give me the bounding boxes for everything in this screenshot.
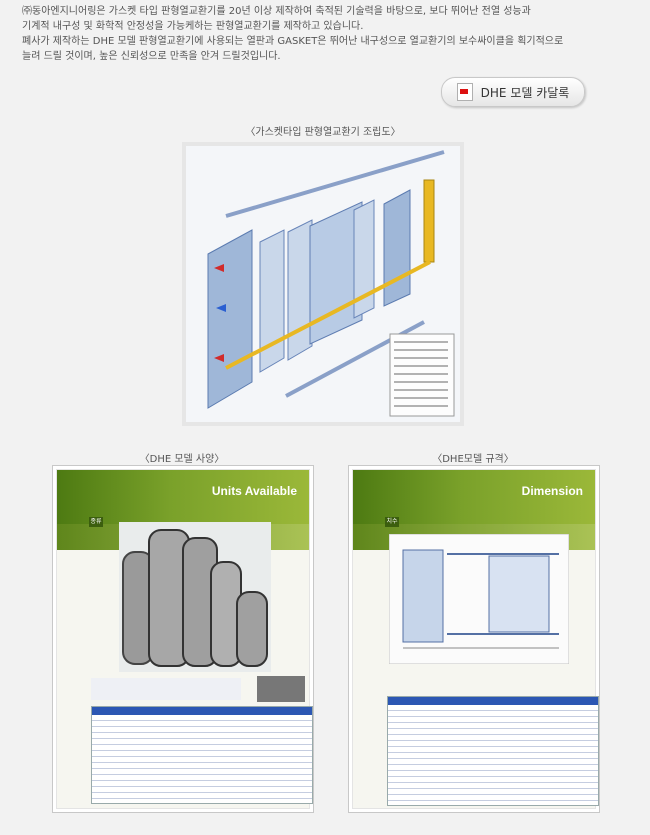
- support-column: [423, 179, 435, 263]
- parts-legend: [389, 333, 455, 417]
- brochure-title: Dimension: [521, 484, 583, 498]
- product-photo: [257, 676, 305, 702]
- intro-line: 폐사가 제작하는 DHE 모델 판형열교환기에 사용되는 열판과 GASKET은…: [22, 36, 564, 47]
- intro-line: 기계적 내구성 및 화학적 안정성을 가능케하는 판형열교환기를 제작하고 있습…: [22, 21, 364, 32]
- dimension-caption: 〈DHE모델 규격〉: [432, 454, 514, 465]
- heat-plate: [259, 229, 285, 373]
- flow-arrow: [216, 304, 226, 312]
- frame-plate: [207, 229, 253, 409]
- brochure-chip: 종류: [89, 517, 103, 527]
- spec-table: [91, 706, 313, 804]
- assembly-drawing: [207, 150, 455, 417]
- brochure-title: Units Available: [211, 484, 297, 498]
- tie-rod: [225, 150, 445, 218]
- intro-line: ㈜동아엔지니어링은 가스켓 타입 판형열교환기를 20년 이상 제작하여 축적된…: [22, 6, 531, 17]
- dimension-table: [387, 696, 599, 806]
- intro-text: ㈜동아엔지니어링은 가스켓 타입 판형열교환기를 20년 이상 제작하여 축적된…: [22, 4, 622, 64]
- flow-arrow: [214, 354, 224, 362]
- heat-plate: [287, 219, 313, 361]
- brochure-chip: 치수: [385, 517, 399, 527]
- brochure-page: Units Available 종류: [56, 469, 313, 809]
- spec-brochure: Units Available 종류: [52, 465, 314, 813]
- plate-lineup-image: [119, 522, 271, 672]
- pdf-icon: [456, 83, 473, 101]
- assembly-diagram: [182, 142, 464, 426]
- assembly-caption: 〈가스켓타입 판형열교환기 조립도〉: [245, 127, 401, 138]
- spec-caption: 〈DHE 모델 사양〉: [139, 454, 225, 465]
- catalog-button-label: DHE 모델 카달록: [480, 85, 570, 100]
- pressure-plate: [383, 189, 411, 307]
- model-legend: [91, 678, 241, 700]
- guide-bar: [225, 260, 431, 370]
- intro-line: 늘려 드릴 것이며, 높은 신뢰성으로 만족을 안겨 드릴것입니다.: [22, 51, 281, 62]
- dimension-brochure: Dimension 치수: [348, 465, 600, 813]
- flow-arrow: [214, 264, 224, 272]
- plate-pack: [309, 201, 363, 345]
- dimension-drawing: [389, 534, 569, 664]
- brochure-page: Dimension 치수: [352, 469, 599, 809]
- heat-plate: [353, 199, 375, 319]
- catalog-download-button[interactable]: DHE 모델 카달록: [441, 77, 585, 107]
